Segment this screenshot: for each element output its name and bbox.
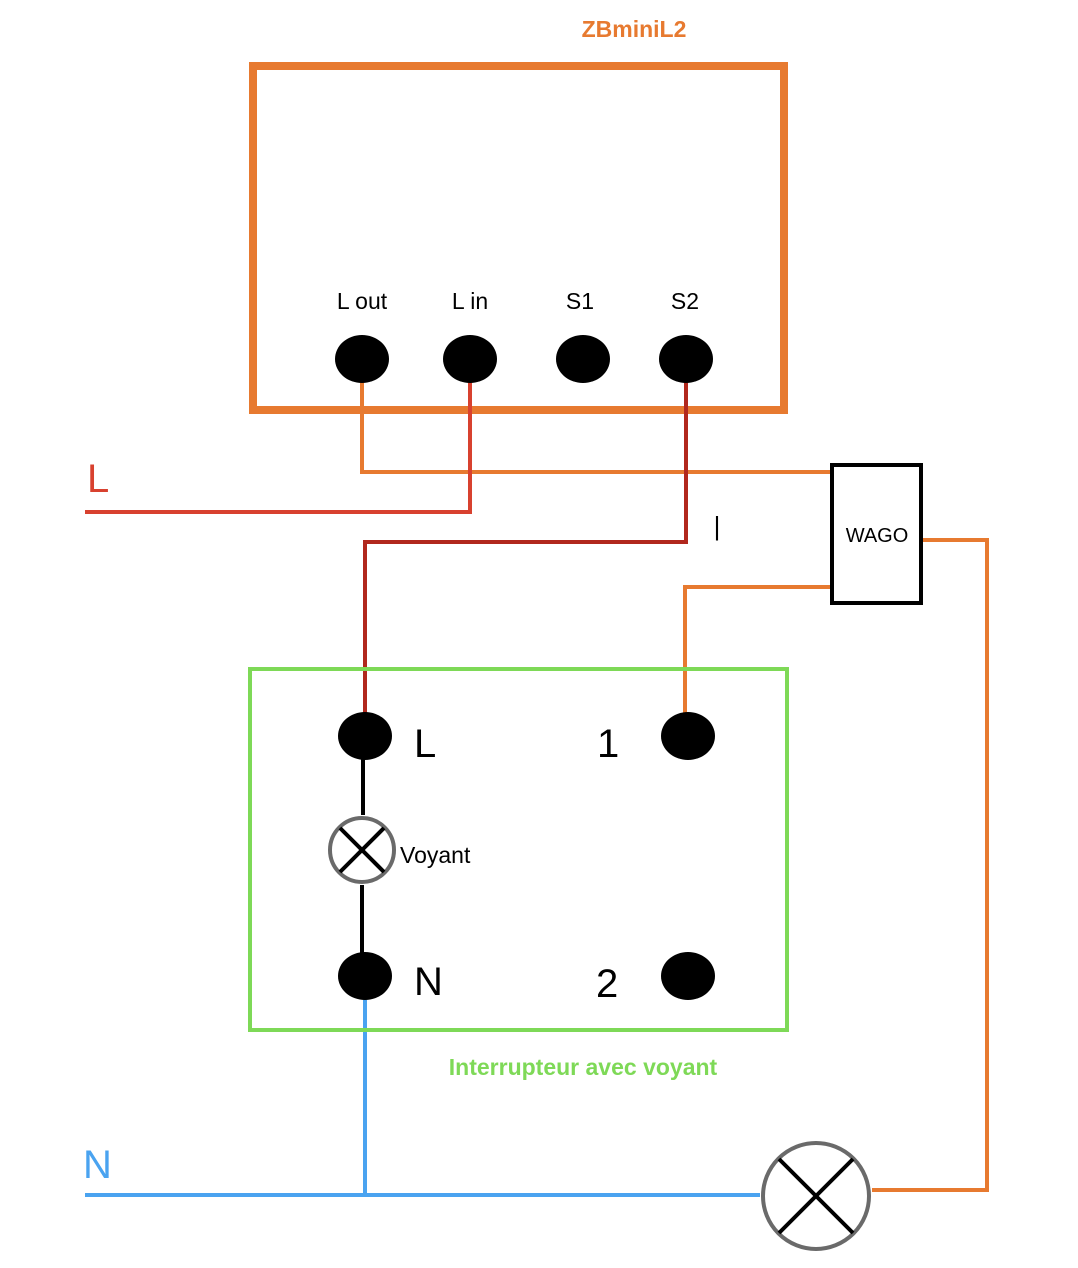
- switch-label-l: L: [414, 722, 436, 766]
- switch-box: [248, 667, 789, 1032]
- stray-mark: |: [714, 511, 721, 541]
- neutral-label: N: [83, 1143, 112, 1187]
- live-label: L: [87, 457, 109, 501]
- wire-wago-to-lamp: [872, 538, 989, 1192]
- switch-title: Interrupteur avec voyant: [449, 1054, 718, 1080]
- indicator-lamp-icon: [328, 816, 396, 884]
- terminal-label-s2: S2: [671, 288, 699, 314]
- switch-terminal-2: [661, 952, 715, 1000]
- switch-terminal-n: [338, 952, 392, 1000]
- module-box: [249, 62, 788, 414]
- terminal-s2: [659, 335, 713, 383]
- switch-label-1: 1: [597, 722, 619, 766]
- module-title: ZBminiL2: [582, 16, 687, 42]
- wago-label: WAGO: [846, 525, 909, 547]
- wago-box: [830, 463, 923, 605]
- switch-terminal-l: [338, 712, 392, 760]
- terminal-label-s1: S1: [566, 288, 594, 314]
- wire-s2-to-switch-l: [363, 380, 688, 714]
- terminal-l-out: [335, 335, 389, 383]
- terminal-l-in: [443, 335, 497, 383]
- wire-wago-to-switch-1: [683, 585, 832, 713]
- wire-live-to-l-in: [85, 380, 472, 514]
- switch-label-2: 2: [596, 962, 618, 1006]
- lamp-icon: [761, 1141, 871, 1251]
- switch-label-n: N: [414, 960, 443, 1004]
- terminal-s1: [556, 335, 610, 383]
- terminal-label-l-out: L out: [337, 288, 388, 314]
- indicator-label: Voyant: [400, 842, 471, 868]
- switch-terminal-1: [661, 712, 715, 760]
- wire-l-out-to-wago: [360, 380, 832, 474]
- terminal-label-l-in: L in: [452, 288, 488, 314]
